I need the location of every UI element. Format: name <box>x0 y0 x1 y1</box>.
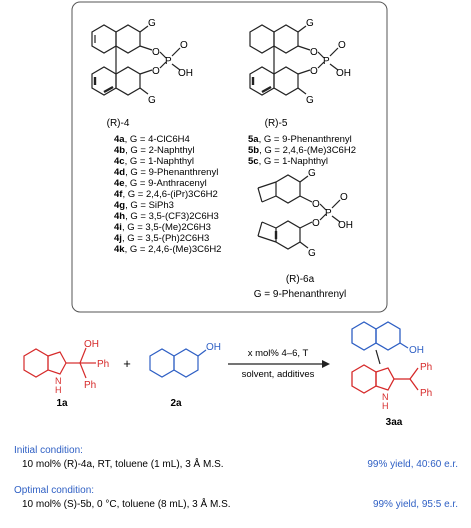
cat4-label: (R)-4 <box>107 118 130 129</box>
product-oh: OH <box>409 345 424 356</box>
catalyst-5-structure <box>249 24 339 96</box>
product-label: 3aa <box>386 417 403 428</box>
product-ph-2: Ph <box>420 388 432 399</box>
sm1-oh: OH <box>84 339 99 350</box>
list4-item: 4i, G = 3,5-(Me)2C6H3 <box>114 222 211 233</box>
cat6a-o-bottom: O <box>312 218 320 229</box>
cat6a-g-bottom: G <box>308 248 316 259</box>
cat4-o-top: O <box>152 47 160 58</box>
list4-item: 4k, G = 2,4,6-(Me)3C6H2 <box>114 244 221 255</box>
optimal-detail: 10 mol% (S)-5b, 0 °C, toluene (8 mL), 3 … <box>22 497 231 510</box>
conditions-top: x mol% 4–6, T <box>248 348 309 359</box>
list4-item: 4a, G = 4-ClC6H4 <box>114 134 190 145</box>
sm1-ph-1: Ph <box>97 359 109 370</box>
catalyst-4-list: 4a, G = 4-ClC6H4 4b, G = 2-Naphthyl 4c, … <box>114 134 221 255</box>
cat4-oh: OH <box>178 68 193 79</box>
reaction-arrow-head <box>322 360 330 368</box>
catalyst-box <box>71 1 388 313</box>
list4-item: 4j, G = 3,5-(Ph)2C6H3 <box>114 233 209 244</box>
cat5-g-top: G <box>306 18 314 29</box>
cat5-o-double: O <box>338 40 346 51</box>
cat4-g-top: G <box>148 18 156 29</box>
sm1-n: N <box>55 376 62 386</box>
cat5-oh: OH <box>336 68 351 79</box>
catalyst-4-structure <box>91 24 181 96</box>
initial-result: 99% yield, 40:60 e.r. <box>367 459 458 470</box>
list4-item: 4g, G = SiPh3 <box>114 200 174 211</box>
cat6a-p: P <box>325 208 332 219</box>
list4-item: 4f, G = 2,4,6-(iPr)3C6H2 <box>114 189 218 200</box>
product-indole-part <box>351 364 419 394</box>
list4-item: 4h, G = 3,5-(CF3)2C6H3 <box>114 211 219 222</box>
list4-item: 4b, G = 2-Naphthyl <box>114 145 195 156</box>
cat6a-o-double: O <box>340 192 348 203</box>
sm2-label: 2a <box>170 398 182 409</box>
cat5-p: P <box>323 56 330 67</box>
list5-item: 5a, G = 9-Phenanthrenyl <box>248 134 352 145</box>
list4-item: 4d, G = 9-Phenanthrenyl <box>114 167 218 178</box>
substrate-2a-structure <box>149 348 207 378</box>
catalyst-5-list: 5a, G = 9-Phenanthrenyl 5b, G = 2,4,6-(M… <box>248 134 356 167</box>
sm1-h: H <box>55 385 62 395</box>
sm1-label: 1a <box>56 398 68 409</box>
list5-item: 5b, G = 2,4,6-(Me)3C6H2 <box>248 145 356 156</box>
cat6a-o-top: O <box>312 199 320 210</box>
cat5-o-bottom: O <box>310 66 318 77</box>
substrate-1a-structure <box>23 347 96 379</box>
product-ph-1: Ph <box>420 362 432 373</box>
sm1-ph-2: Ph <box>84 380 96 391</box>
cat6a-label: (R)-6a <box>286 274 315 285</box>
initial-detail: 10 mol% (R)-4a, RT, toluene (1 mL), 3 Å … <box>22 457 224 470</box>
cat4-g-bottom: G <box>148 95 156 106</box>
product-biaryl-bond <box>375 349 381 365</box>
cat5-label: (R)-5 <box>265 118 288 129</box>
cat6a-g-top: G <box>308 168 316 179</box>
list5-item: 5c, G = 1-Naphthyl <box>248 156 328 167</box>
list4-item: 4c, G = 1-Naphthyl <box>114 156 194 167</box>
product-naphthol-part <box>351 321 409 351</box>
catalyst-6a-structure <box>257 174 341 250</box>
initial-heading: Initial condition: <box>14 445 83 456</box>
cat5-o-top: O <box>310 47 318 58</box>
cat4-o-double: O <box>180 40 188 51</box>
product-n: N <box>382 392 389 402</box>
optimal-heading: Optimal condition: <box>14 485 94 496</box>
cat4-p: P <box>165 56 172 67</box>
conditions-bottom: solvent, additives <box>242 369 315 380</box>
plus-sign: + <box>123 356 131 371</box>
optimal-result: 99% yield, 95:5 e.r. <box>373 499 458 510</box>
product-h: H <box>382 401 389 411</box>
cat6a-g-definition: G = 9-Phenanthrenyl <box>254 289 347 300</box>
cat5-g-bottom: G <box>306 95 314 106</box>
cat6a-oh: OH <box>338 220 353 231</box>
list4-item: 4e, G = 9-Anthracenyl <box>114 178 207 189</box>
sm2-oh: OH <box>206 342 221 353</box>
cat4-o-bottom: O <box>152 66 160 77</box>
